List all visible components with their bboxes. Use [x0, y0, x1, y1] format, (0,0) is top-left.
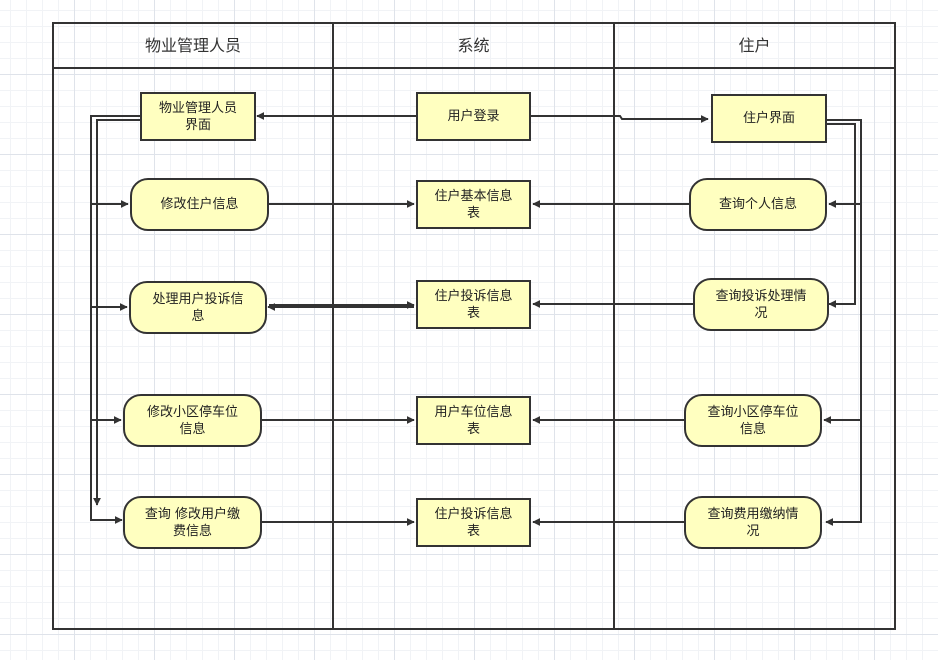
handle-complaint-node[interactable]: 处理用户投诉信 息 [129, 281, 267, 334]
edge-resident-bus-inner [827, 123, 856, 308]
resident-ui-node[interactable]: 住户界面 [711, 94, 827, 143]
login-node[interactable]: 用户登录 [416, 92, 531, 141]
lane-title-resident: 住户 [738, 36, 771, 55]
query-personal-node[interactable]: 查询个人信息 [689, 178, 827, 231]
query-fee-node[interactable]: 查询 修改用户缴 费信息 [123, 496, 262, 549]
lane-divider-1 [332, 22, 334, 630]
edge-manager-bus [90, 115, 141, 524]
edge-login-to-resident-ui [531, 115, 709, 123]
query-fee-status-node[interactable]: 查询费用缴纳情 况 [684, 496, 822, 549]
header-divider [52, 67, 896, 69]
edit-resident-node[interactable]: 修改住户信息 [130, 178, 269, 231]
query-complaint-node[interactable]: 查询投诉处理情 况 [693, 278, 829, 331]
parking-table-node[interactable]: 用户车位信息 表 [416, 396, 531, 445]
query-parking-node[interactable]: 查询小区停车位 信息 [684, 394, 822, 447]
resident-table-node[interactable]: 住户基本信息 表 [416, 180, 531, 229]
edit-parking-node[interactable]: 修改小区停车位 信息 [123, 394, 262, 447]
lane-divider-2 [613, 22, 615, 630]
complaint-table-2-node[interactable]: 住户投诉信息 表 [416, 498, 531, 547]
edge-manager-bus-inner [93, 119, 141, 506]
lane-title-manager: 物业管理人员 [144, 36, 241, 55]
complaint-table-node[interactable]: 住户投诉信息 表 [416, 280, 531, 329]
edge-resident-bus [825, 119, 862, 526]
lane-title-system: 系统 [457, 36, 490, 55]
swimlane-frame [52, 22, 896, 630]
manager-ui-node[interactable]: 物业管理人员 界面 [140, 92, 256, 141]
